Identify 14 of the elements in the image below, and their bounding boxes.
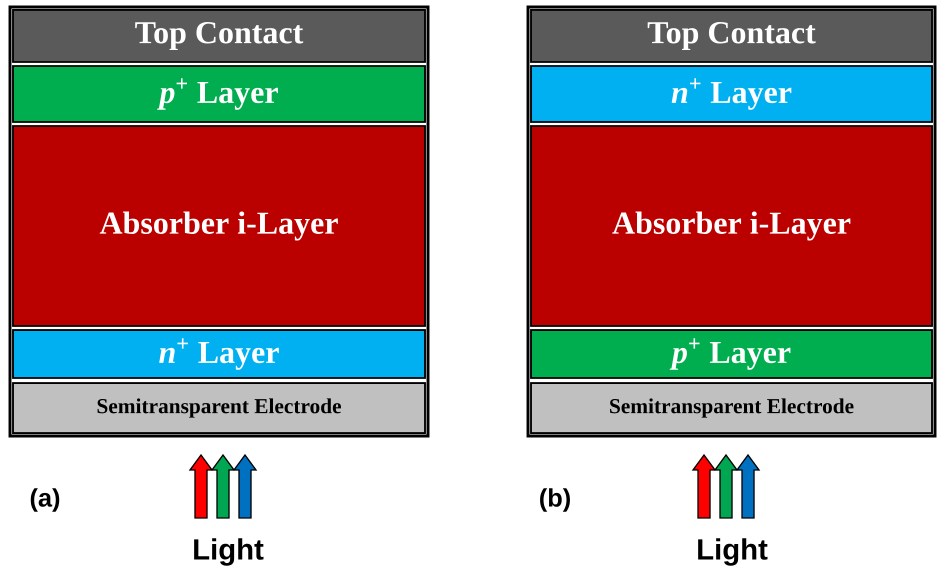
caption-text: Light [194,538,264,566]
electrode-layer: Semitransparent Electrode [530,382,933,434]
contact-layer: Top Contact [530,9,933,63]
absorber-layer: Absorber i-Layer [530,125,933,327]
caption-text: (b) [540,488,570,512]
caption-text: Light [698,538,768,566]
caption-text: (a) [30,488,60,512]
absorber-layer: Absorber i-Layer [12,125,426,327]
doped-layer: n$^{+}$ Layer [530,65,933,123]
doped-layer: p$^{+}$ Layer [530,329,933,379]
doped-layer: n$^{+}$ Layer [12,329,426,379]
doped-layer: p$^{+}$ Layer [12,65,426,123]
electrode-layer: Semitransparent Electrode [12,382,426,434]
contact-layer: Top Contact [12,9,426,63]
